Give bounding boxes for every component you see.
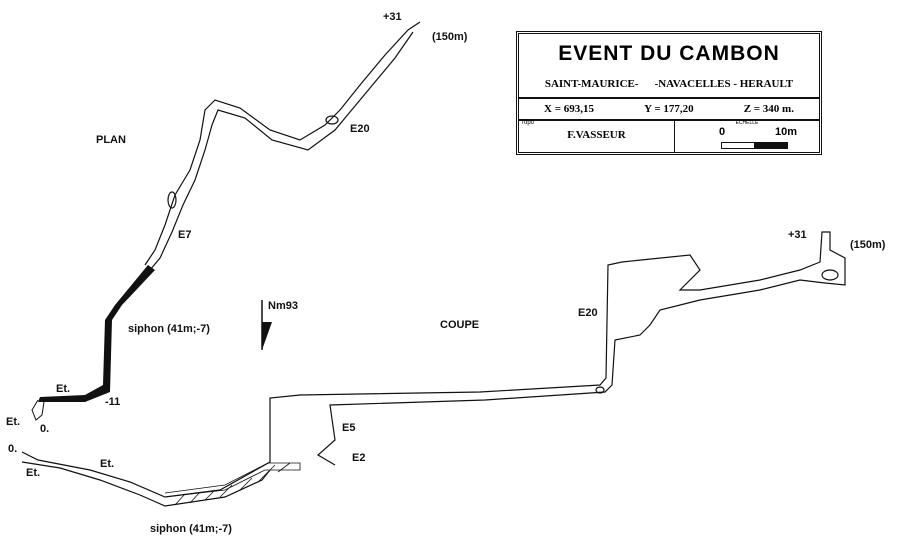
plan-et-2: Et. [6, 416, 20, 428]
z-coordinate: Z = 340 m. [743, 103, 794, 115]
plan-siphon: siphon (41m;-7) [128, 323, 210, 335]
coupe-e20: E20 [578, 307, 598, 319]
coupe-e2: E2 [352, 452, 365, 464]
plan-sump [31, 265, 155, 421]
coupe-et-2: Et. [100, 458, 114, 470]
survey-title: EVENT DU CAMBON [558, 42, 780, 65]
scale-bar-white [721, 142, 755, 149]
plan-depth-11: -11 [105, 396, 120, 408]
x-coordinate: X = 693,15 [544, 103, 594, 115]
scale-cell: ECHELLE 0 10m [675, 120, 819, 152]
scale-label: ECHELLE [735, 120, 759, 126]
coupe-passage [21, 231, 846, 507]
plan-zero: 0. [40, 423, 49, 435]
coupe-et-1: Et. [26, 467, 40, 479]
plan-passage [144, 21, 421, 271]
location-left: SAINT-MAURICE- [544, 78, 639, 90]
location-right: -NAVACELLES - HERAULT [654, 78, 794, 90]
plan-top-distance: (150m) [432, 31, 468, 43]
plan-top-height: +31 [383, 11, 402, 23]
coupe-e5: E5 [342, 422, 355, 434]
scale-start: 0 [719, 126, 726, 138]
topo-label: Topo [521, 120, 535, 126]
coupe-heading: COUPE [440, 319, 479, 331]
location: SAINT-MAURICE- -NAVACELLES - HERAULT [519, 78, 819, 90]
author: F.VASSEUR [567, 129, 626, 141]
scale-end: 10m [775, 126, 798, 138]
y-coordinate: Y = 177,20 [644, 103, 694, 115]
plan-et-1: Et. [56, 383, 70, 395]
coordinates: X = 693,15 Y = 177,20 Z = 340 m. [519, 97, 819, 121]
plan-heading: PLAN [96, 134, 126, 146]
title-block: EVENT DU CAMBON SAINT-MAURICE- -NAVACELLE… [516, 31, 822, 155]
coupe-top-height: +31 [788, 229, 807, 241]
coupe-sump-hatch [164, 462, 301, 506]
coupe-siphon: siphon (41m;-7) [150, 523, 232, 535]
plan-e20: E20 [350, 123, 370, 135]
coupe-top-distance: (150m) [850, 239, 886, 251]
plan-e7: E7 [178, 229, 191, 241]
topo-cell: Topo F.VASSEUR [519, 120, 675, 152]
north-arrow [261, 300, 272, 350]
scale-bar-black [754, 142, 788, 149]
coupe-zero: 0. [8, 443, 17, 455]
north-label: Nm93 [268, 300, 298, 312]
